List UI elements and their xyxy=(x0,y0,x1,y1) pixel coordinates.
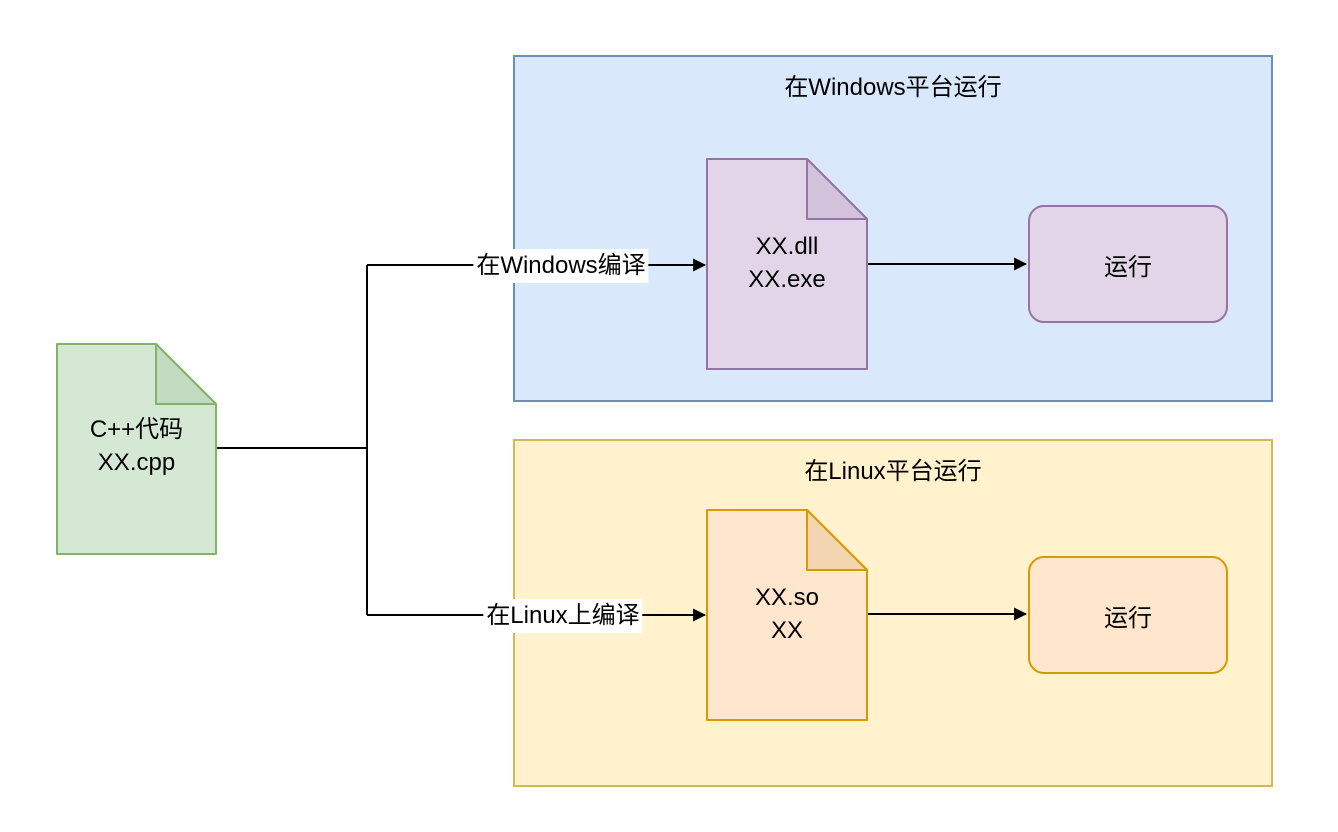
linux-compile-edge-label: 在Linux上编译 xyxy=(483,599,643,633)
windows-artifact-document: XX.dll XX.exe xyxy=(706,158,868,370)
linux-artifact-label: XX.so XX xyxy=(706,581,868,647)
linux-artifact-document: XX.so XX xyxy=(706,509,868,721)
windows-artifact-label: XX.dll XX.exe xyxy=(706,230,868,296)
linux-artifact-line2: XX xyxy=(770,617,803,644)
windows-container-title: 在Windows平台运行 xyxy=(784,74,1002,101)
document-shape-icon xyxy=(706,158,868,370)
linux-run-label: 运行 xyxy=(1104,604,1152,632)
source-doc-line2: XX.cpp xyxy=(97,449,176,476)
source-doc-line1: C++代码 xyxy=(89,416,184,443)
windows-run-label: 运行 xyxy=(1104,253,1152,281)
document-shape-icon xyxy=(706,509,868,721)
source-code-document: C++代码 XX.cpp xyxy=(56,343,217,555)
windows-artifact-line1: XX.dll xyxy=(755,233,819,260)
linux-artifact-line1: XX.so xyxy=(754,584,820,611)
windows-compile-edge-label: 在Windows编译 xyxy=(473,249,649,283)
windows-artifact-line2: XX.exe xyxy=(748,266,826,293)
windows-run-box: 运行 xyxy=(1028,205,1228,323)
linux-run-box: 运行 xyxy=(1028,556,1228,674)
source-doc-label: C++代码 XX.cpp xyxy=(56,413,217,479)
document-shape-icon xyxy=(56,343,217,555)
linux-container-title: 在Linux平台运行 xyxy=(804,458,982,485)
